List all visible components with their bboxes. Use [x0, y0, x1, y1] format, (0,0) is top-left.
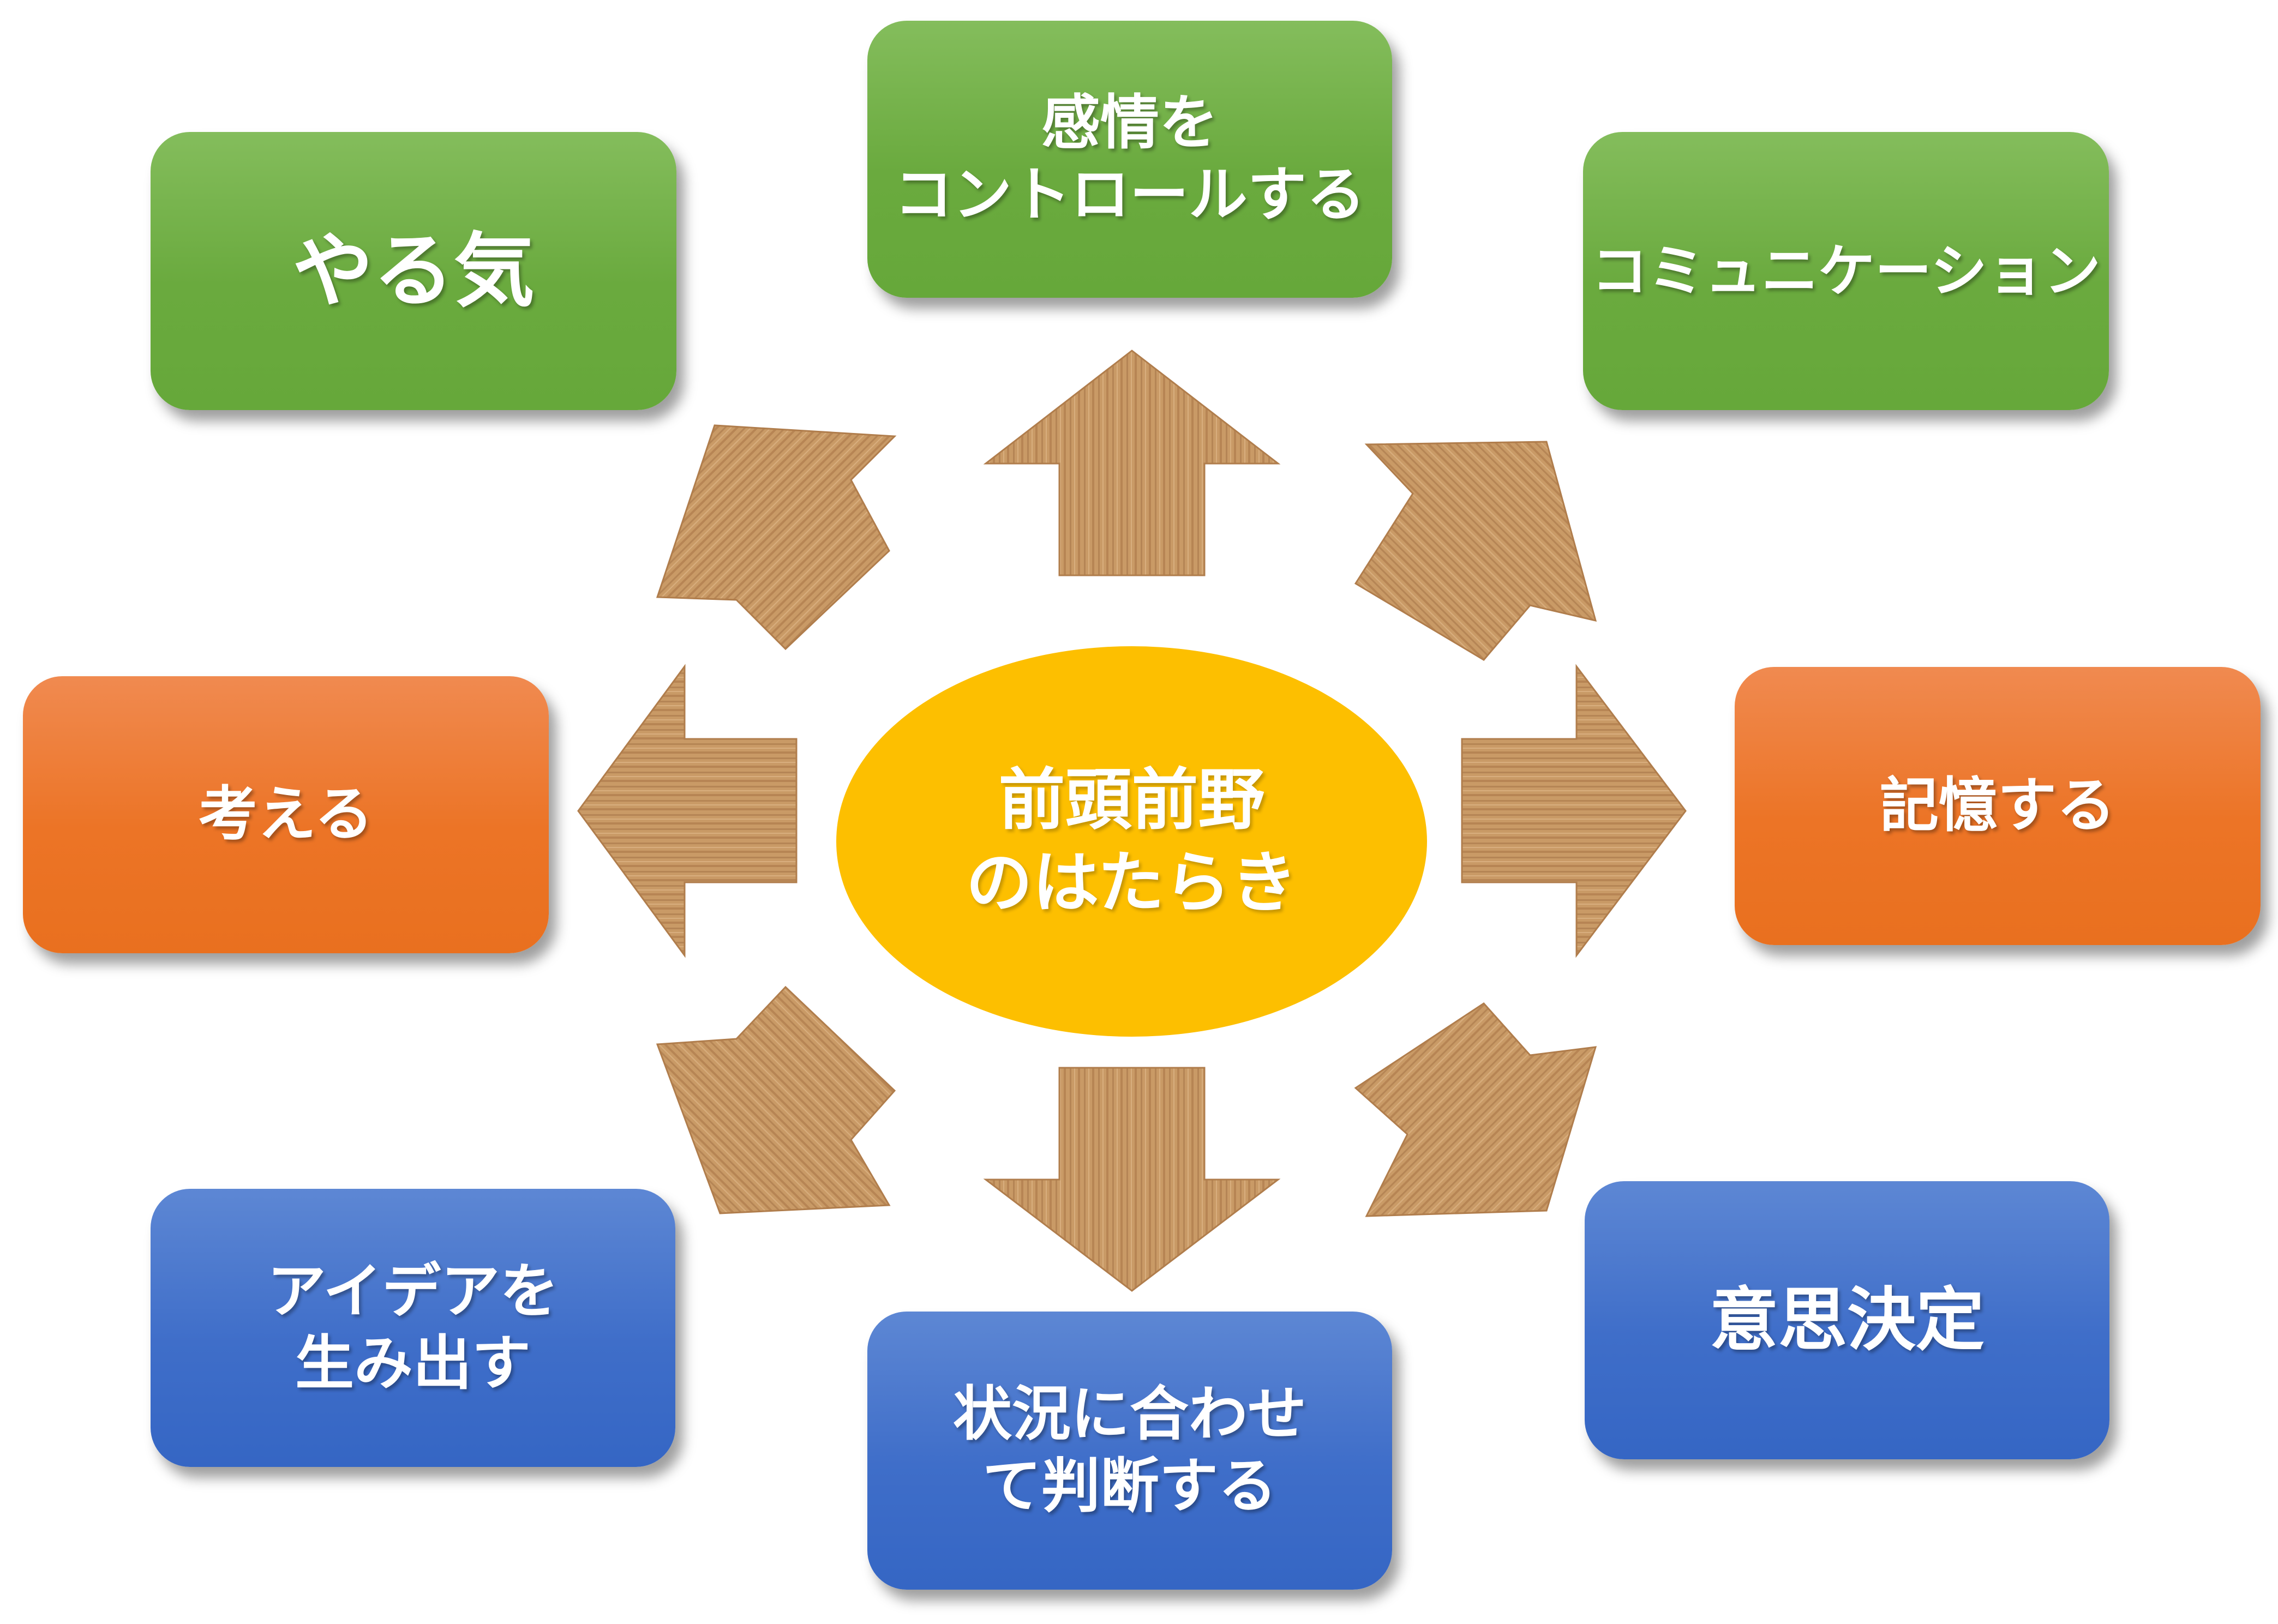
box-generate-ideas: アイデアを 生み出す [151, 1189, 675, 1467]
arrow-down [983, 1067, 1281, 1292]
box-think-label: 考える [198, 780, 374, 849]
box-situational-judgment: 状況に合わせ て判断する [867, 1312, 1392, 1590]
center-ellipse: 前頭前野 のはたらき [836, 646, 1427, 1037]
arrow-up [983, 350, 1281, 576]
arrow-up-right [1354, 441, 1597, 661]
box-yaruki: やる気 [151, 132, 676, 410]
arrow-left [577, 664, 798, 958]
box-memorize-label: 記憶する [1879, 772, 2115, 840]
box-memorize: 記憶する [1735, 667, 2261, 945]
box-emotion-control-label: 感情を コントロールする [894, 89, 1365, 229]
arrow-right [1461, 664, 1687, 958]
box-emotion-control: 感情を コントロールする [867, 21, 1392, 298]
box-generate-ideas-label: アイデアを 生み出す [267, 1258, 559, 1398]
box-communication-label: コミュニケーション [1591, 237, 2101, 304]
arrow-down-right [1354, 1002, 1597, 1217]
box-decision-making-label: 意思決定 [1710, 1280, 1985, 1361]
box-decision-making: 意思決定 [1585, 1181, 2109, 1459]
box-situational-judgment-label: 状況に合わせ て判断する [952, 1380, 1306, 1520]
arrow-down-left [656, 985, 896, 1214]
box-think: 考える [23, 676, 549, 953]
center-label: 前頭前野 のはたらき [966, 761, 1298, 922]
box-yaruki-label: やる気 [292, 224, 535, 318]
box-communication: コミュニケーション [1583, 132, 2109, 410]
arrow-up-left [656, 424, 897, 651]
